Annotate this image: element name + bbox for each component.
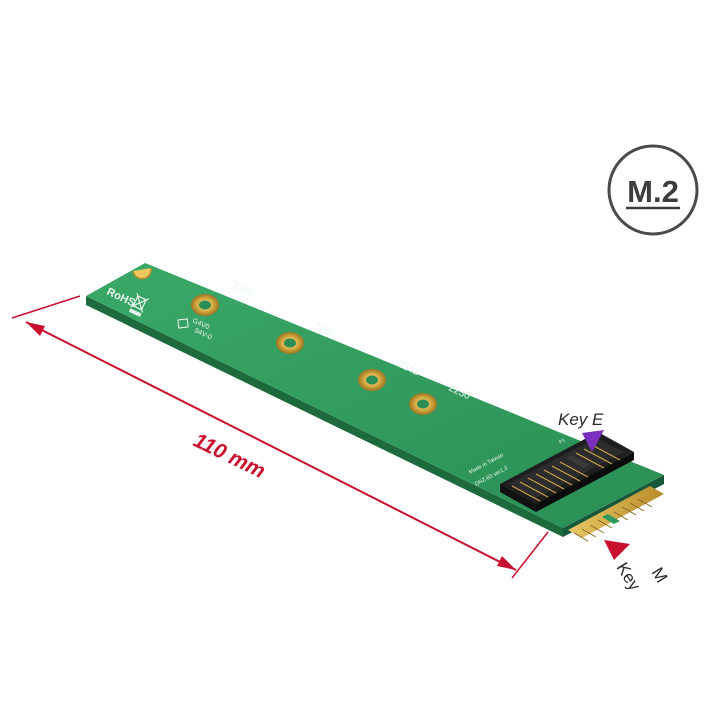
m2-badge: M.2: [607, 144, 699, 236]
edge-connector-contacts: [568, 486, 664, 538]
mount-hole-2260: [276, 332, 304, 354]
board-notch: [132, 267, 152, 280]
weee-bin-icon: [128, 293, 150, 317]
m2-socket: [500, 432, 634, 512]
key-m-label-line2: M: [648, 564, 672, 586]
mount-hole-2242: [358, 369, 386, 391]
mount-hole-2230: [409, 393, 437, 415]
dimension-label: 110 mm: [190, 429, 269, 483]
key-m-notch: [602, 514, 620, 524]
key-m-callout: Key M: [604, 540, 671, 594]
key-m-marker: [604, 540, 630, 560]
m2-adapter-board: RoHS G4V0 94V-0 2280 2260 2242 2230 Made…: [86, 263, 664, 542]
pin-1-label: P1: [558, 437, 566, 445]
ul-mark-icon: [177, 318, 189, 329]
key-e-label: Key E: [558, 410, 604, 429]
board-edge-front: [86, 296, 563, 537]
key-m-label-line1: Key: [613, 559, 645, 594]
key-e-marker: [582, 430, 604, 452]
board-surface: [86, 263, 664, 528]
mount-hole-2280: [191, 294, 219, 316]
m2-badge-label: M.2: [627, 174, 679, 209]
edge-connector-fingers: [573, 498, 653, 542]
key-e-callout: Key E: [558, 410, 604, 452]
size-label-2280: 2280: [231, 281, 256, 301]
